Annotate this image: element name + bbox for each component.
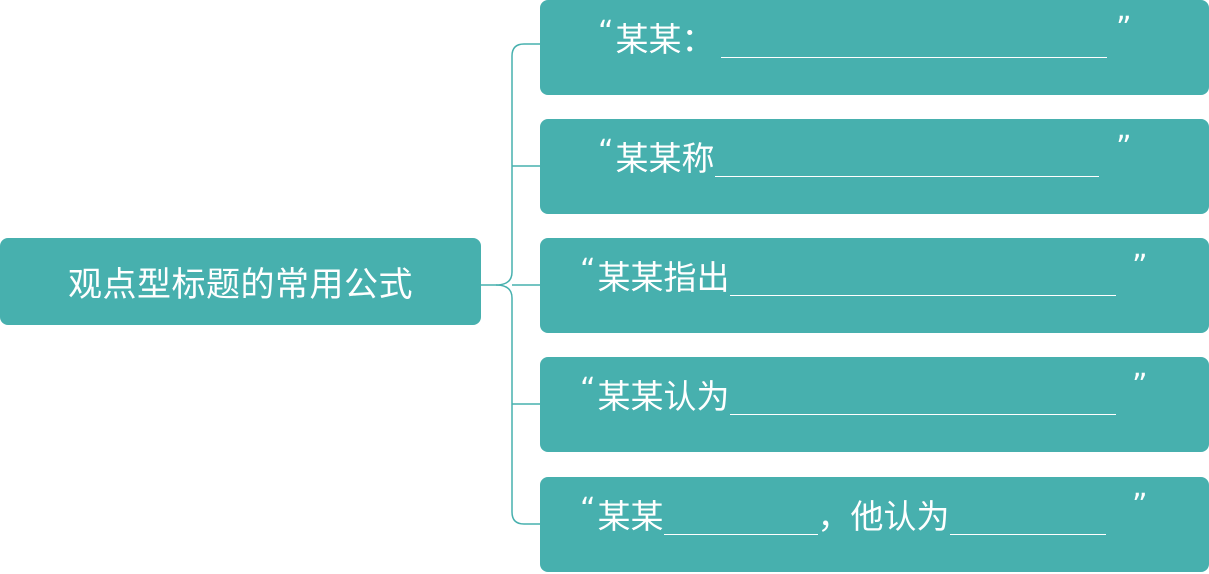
open-quote: “: [598, 134, 614, 169]
branch-node-5: “某某 ，他认为 ”: [540, 477, 1209, 572]
close-quote: ”: [1116, 11, 1132, 46]
fill-in-blank: [720, 18, 1107, 58]
open-quote: “: [580, 372, 596, 407]
close-quote: ”: [1116, 130, 1132, 165]
fill-in-blank: [663, 495, 818, 535]
fill-in-blank: [949, 495, 1106, 535]
root-label: 观点型标题的常用公式: [68, 265, 413, 305]
branch-text: 某某指出: [597, 258, 730, 297]
fill-in-blank: [729, 375, 1116, 415]
branch-text: 某某: [597, 497, 664, 536]
open-quote: “: [598, 15, 614, 50]
branch-node-4: “某某认为 ”: [540, 357, 1209, 452]
close-quote: ”: [1132, 249, 1148, 284]
branch-node-2: “某某称 ”: [540, 119, 1209, 214]
branch-node-3: “某某指出 ”: [540, 238, 1209, 333]
branch-text: 某某认为: [597, 377, 730, 416]
close-quote: ”: [1132, 488, 1148, 523]
close-quote: ”: [1132, 368, 1148, 403]
open-quote: “: [580, 492, 596, 527]
fill-in-blank: [714, 137, 1099, 177]
connector-to-branch-5: [495, 284, 540, 525]
connector-to-branch-1: [495, 43, 540, 286]
branch-node-1: “某某： ”: [540, 0, 1209, 95]
branch-text: 某某称: [615, 139, 715, 178]
fill-in-blank: [729, 256, 1116, 296]
root-node: 观点型标题的常用公式: [0, 238, 481, 325]
open-quote: “: [580, 253, 596, 288]
branch-text: ，他认为: [817, 497, 950, 536]
branch-text: 某某：: [615, 20, 715, 59]
